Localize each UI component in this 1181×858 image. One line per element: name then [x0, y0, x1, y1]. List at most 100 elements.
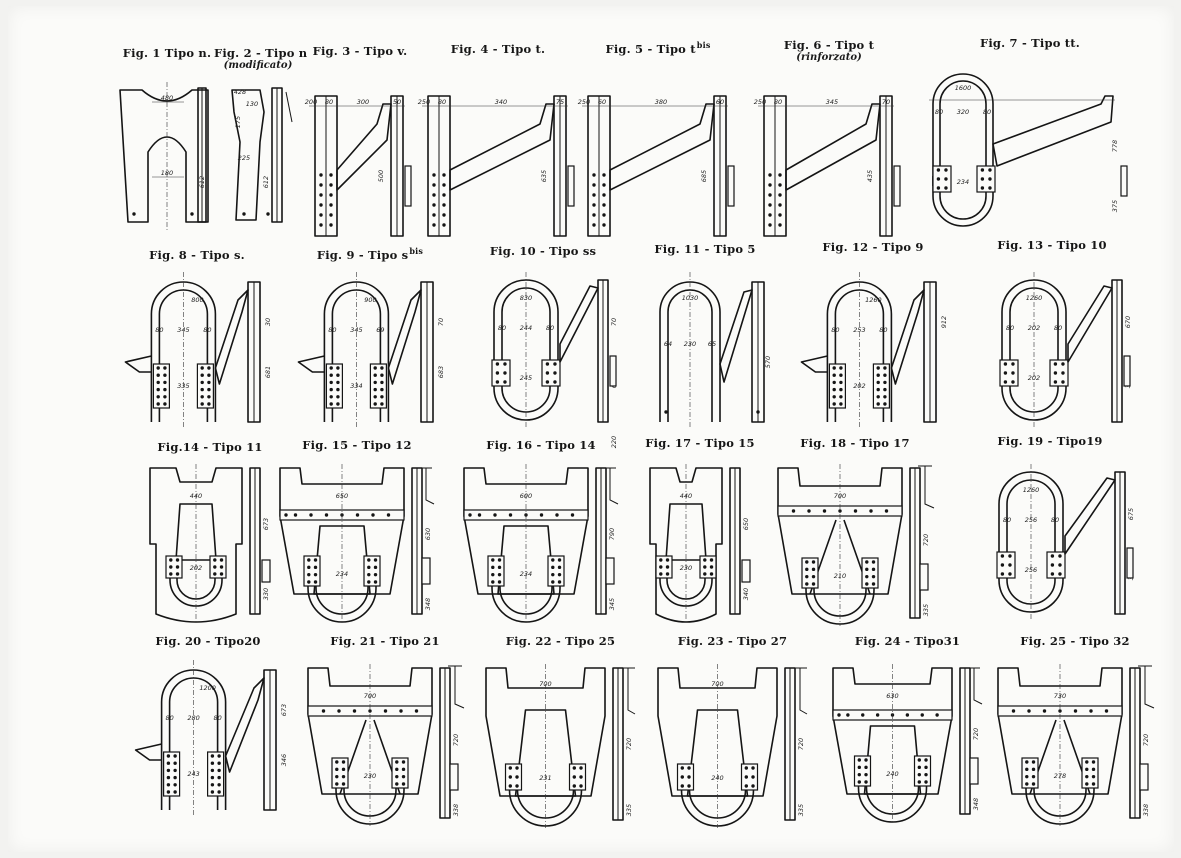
rivet-hole — [857, 758, 861, 762]
dimension-label: 912 — [940, 316, 948, 328]
rivet-hole — [1025, 782, 1029, 786]
loop-inner — [939, 80, 987, 186]
rivet-hole — [756, 410, 760, 414]
rivet-hole — [579, 775, 583, 779]
rivet-hole — [791, 509, 796, 513]
rivet-hole — [1050, 572, 1055, 576]
rivet-hole — [336, 373, 340, 377]
diagonal-strut — [719, 289, 753, 383]
rivet-hole — [744, 775, 748, 779]
dimension-label: 1260 — [1026, 294, 1043, 302]
figure-caption: Fig. 3 - Tipo v. — [312, 44, 408, 58]
rivet-hole — [857, 780, 861, 784]
rivet-hole — [173, 768, 177, 773]
rivet-hole — [853, 509, 858, 513]
rivet-hole — [778, 173, 782, 177]
dimension-label: 250 — [578, 98, 590, 106]
rivet-hole — [335, 782, 339, 786]
rivet-hole — [1000, 572, 1005, 576]
rivet-hole — [503, 371, 507, 375]
figure-caption: Fig. 1 Tipo n. — [122, 46, 212, 60]
dimension-label: 70 — [882, 98, 890, 106]
rivet-hole — [213, 565, 217, 569]
dimension-label: 612 — [262, 176, 270, 188]
rivet-hole — [341, 782, 346, 786]
rivet-hole — [839, 387, 843, 392]
end-plate — [609, 355, 617, 387]
rivet-hole — [213, 572, 217, 576]
rivet-hole — [373, 366, 377, 370]
rivet-hole — [936, 177, 941, 181]
rivet-hole — [1085, 782, 1089, 786]
figure-caption: Fig. 25 - Tipo 32 — [1020, 634, 1130, 648]
rivet-hole — [602, 213, 606, 217]
rivet-hole — [768, 173, 772, 177]
rivet-hole — [592, 223, 596, 227]
rivet-plate — [331, 757, 349, 789]
rivet-hole — [832, 373, 836, 377]
rivet-hole — [602, 223, 606, 227]
rivet-hole — [876, 366, 880, 370]
dimension-label: 60 — [716, 98, 724, 106]
rivet-hole — [336, 395, 340, 399]
rivet-hole — [1031, 767, 1036, 772]
dimension-label: 80 — [774, 98, 782, 106]
rivet-hole — [373, 387, 377, 392]
dimension-label: 338 — [1142, 804, 1150, 816]
rivet-hole — [1091, 767, 1096, 772]
rivet-hole — [944, 186, 948, 190]
dimension-label: 80 — [328, 326, 336, 334]
rivet-hole — [883, 395, 887, 399]
rivet-hole — [1089, 709, 1093, 713]
rivet-hole — [495, 371, 500, 375]
rivet-hole — [401, 774, 406, 779]
rivet-hole — [1000, 554, 1005, 558]
rivet-hole — [709, 558, 714, 562]
rivet-hole — [1025, 767, 1029, 772]
dimension-label: 256 — [1025, 516, 1037, 524]
rivet-hole — [883, 366, 887, 370]
rivet-hole — [200, 387, 204, 392]
rivet-hole — [156, 373, 160, 377]
rivet-hole — [846, 713, 850, 717]
rivet-hole — [768, 203, 772, 207]
rivet-hole — [665, 565, 670, 569]
rivet-hole — [1011, 362, 1015, 366]
rivet-hole — [217, 775, 221, 780]
rivet-plate — [740, 763, 759, 791]
rivet-hole — [169, 558, 173, 562]
rivet-hole — [1025, 760, 1029, 764]
dimension-label: 340 — [495, 98, 507, 106]
end-plate — [449, 763, 459, 791]
rivet-hole — [665, 558, 670, 562]
flange-detail — [918, 465, 935, 509]
rivet-hole — [980, 168, 985, 172]
rivet-hole — [175, 565, 180, 569]
dimension-label: 80 — [155, 326, 163, 334]
side-hook — [134, 743, 162, 761]
rivet-hole — [217, 790, 221, 794]
dimension-label: 348 — [972, 798, 980, 810]
dimension-label: 64 — [664, 340, 672, 348]
dimension-label: 245 — [520, 374, 532, 382]
side-hook — [297, 355, 325, 373]
stirrup-inner — [1006, 556, 1056, 605]
diagonal-strut — [609, 103, 715, 191]
rivet-hole — [572, 766, 576, 770]
stirrup-outer — [932, 176, 994, 227]
rivet-plate — [152, 363, 171, 409]
dimension-label: 250 — [418, 98, 430, 106]
rivet-hole — [383, 709, 388, 713]
rivet-plate — [996, 551, 1016, 579]
rivet-hole — [876, 373, 880, 377]
rivet-hole — [883, 380, 887, 385]
loop-drawing: 830802448024570670220 — [491, 272, 618, 448]
rivet-hole — [200, 395, 204, 399]
rivet-hole — [551, 558, 555, 562]
diagonal-strut — [387, 289, 422, 385]
rivet-hole — [169, 572, 173, 576]
rivet-hole — [839, 395, 843, 399]
figure-caption: Fig. 22 - Tipo 25 — [505, 634, 616, 648]
rivet-hole — [329, 173, 333, 177]
